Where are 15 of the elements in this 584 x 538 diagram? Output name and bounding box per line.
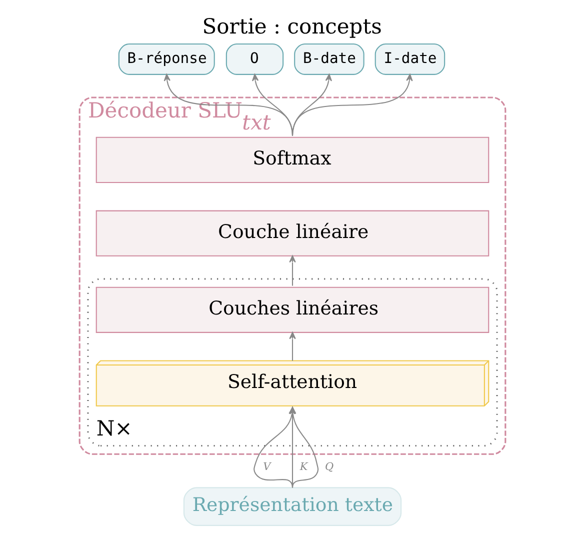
node-box: Couche linéaire	[95, 210, 489, 256]
node-box: Représentation texte	[182, 487, 402, 526]
arrow	[288, 332, 296, 361]
node-box: I-date	[374, 44, 445, 75]
node-box: Softmax	[95, 136, 489, 183]
arrow	[291, 74, 412, 136]
edge-label: K	[299, 460, 308, 473]
node-box: O	[225, 44, 284, 75]
node-box: Couches linéaires	[95, 286, 489, 333]
diagram-title: Sortie : concepts	[202, 14, 382, 39]
edge-label: V	[262, 460, 270, 473]
node-box: B-réponse	[118, 44, 214, 75]
arrow	[288, 255, 296, 286]
edge-label: Q	[324, 460, 334, 473]
node-box: B-date	[294, 44, 364, 75]
